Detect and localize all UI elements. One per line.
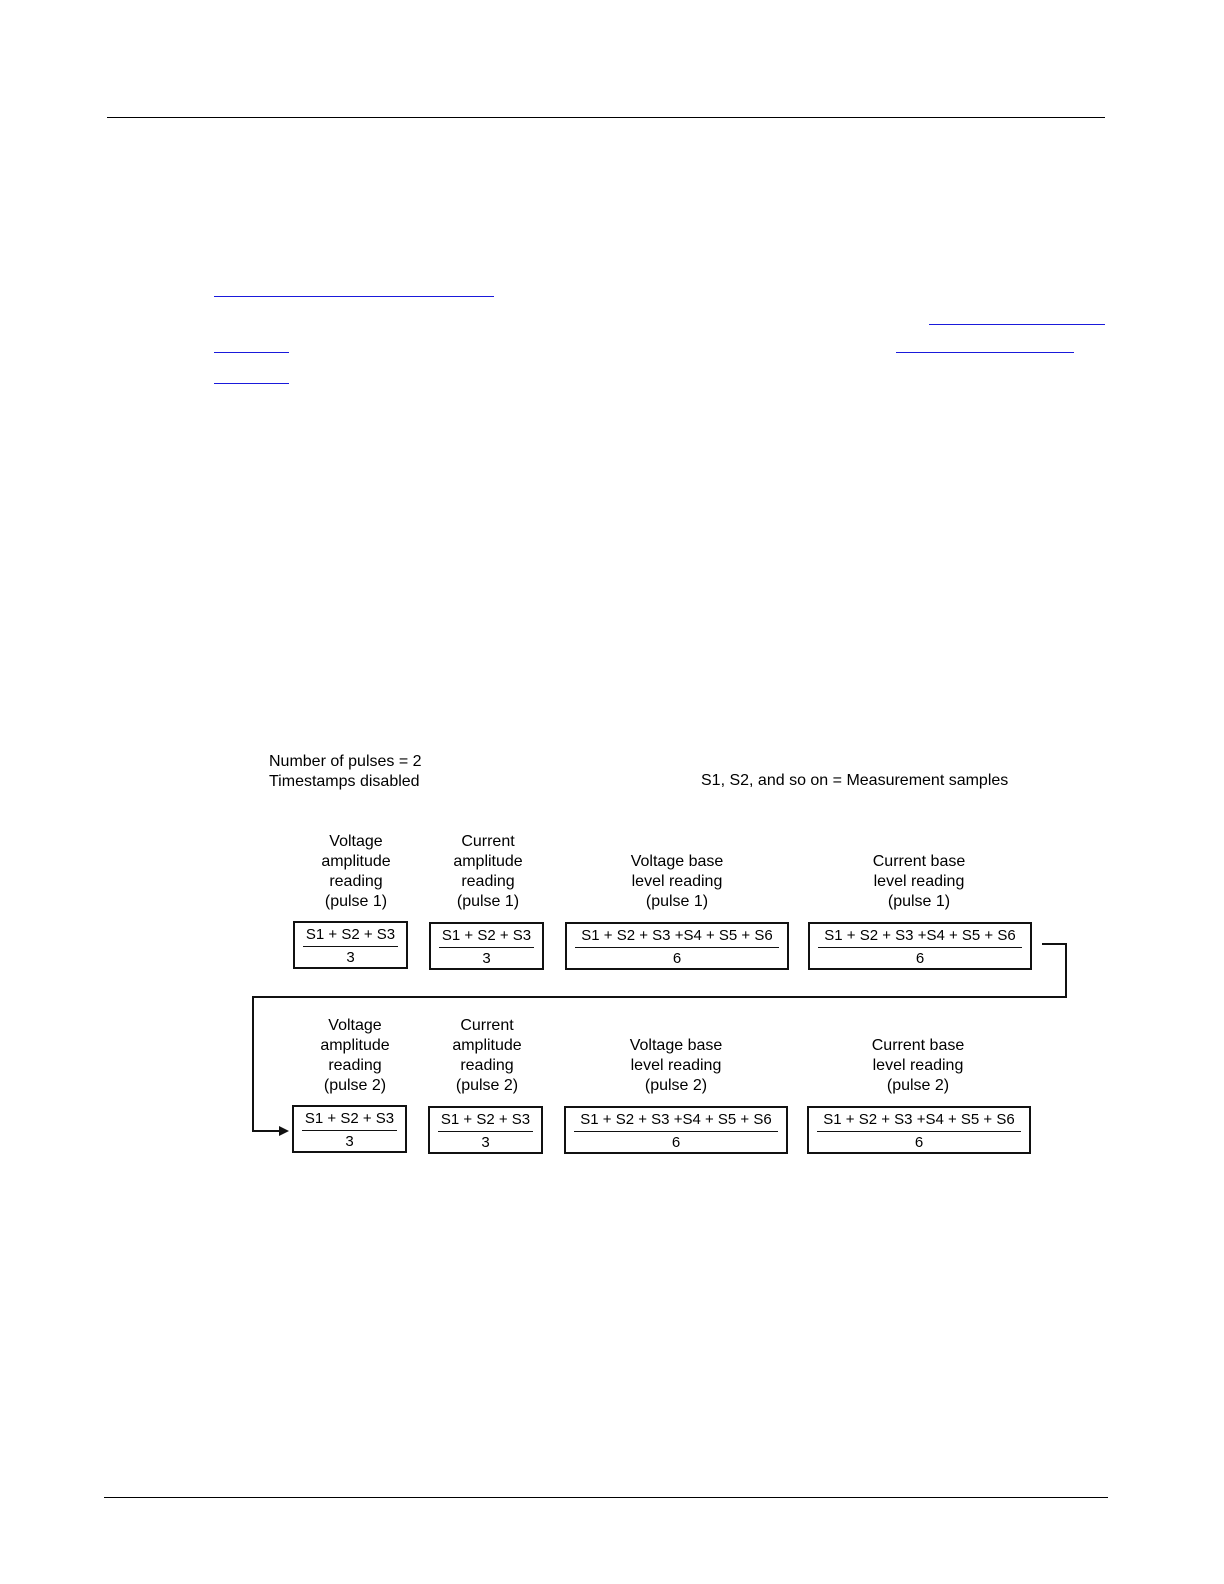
fraction-bar [818, 947, 1022, 948]
sample-average-box: S1 + S2 + S3 3 [428, 1106, 543, 1154]
fraction-numerator: S1 + S2 + S3 [305, 926, 396, 943]
link-underline[interactable] [214, 352, 289, 353]
fraction-denominator: 3 [481, 1134, 490, 1151]
fraction-numerator: S1 + S2 + S3 [440, 1111, 531, 1128]
sample-average-box: S1 + S2 + S3 +S4 + S5 + S6 6 [808, 922, 1032, 970]
pulse-count-text: Number of pulses = 2 [269, 753, 422, 770]
sample-average-box: S1 + S2 + S3 +S4 + S5 + S6 6 [807, 1106, 1031, 1154]
legend-text: S1, S2, and so on = Measurement samples [701, 772, 1009, 789]
link-underline[interactable] [214, 383, 289, 384]
fraction-denominator: 6 [672, 950, 682, 967]
fraction-bar [575, 947, 779, 948]
sample-average-box: S1 + S2 + S3 3 [293, 921, 408, 969]
fraction-bar [439, 947, 534, 948]
fraction-denominator: 6 [671, 1134, 681, 1151]
sample-average-box: S1 + S2 + S3 +S4 + S5 + S6 6 [565, 922, 789, 970]
fraction-numerator: S1 + S2 + S3 +S4 + S5 + S6 [823, 1111, 1015, 1128]
fraction-bar [438, 1131, 533, 1132]
link-underline[interactable] [896, 352, 1074, 353]
fraction-bar [302, 1130, 397, 1131]
fraction-numerator: S1 + S2 + S3 [304, 1110, 395, 1127]
fraction-numerator: S1 + S2 + S3 +S4 + S5 + S6 [581, 927, 773, 944]
link-underline[interactable] [929, 324, 1105, 325]
timestamps-text: Timestamps disabled [269, 773, 420, 790]
fraction-denominator: 3 [345, 1133, 354, 1150]
sample-average-box: S1 + S2 + S3 +S4 + S5 + S6 6 [564, 1106, 788, 1154]
fraction-numerator: S1 + S2 + S3 +S4 + S5 + S6 [824, 927, 1016, 944]
fraction-denominator: 6 [914, 1134, 924, 1151]
header-rule [107, 117, 1105, 118]
fraction-numerator: S1 + S2 + S3 [441, 927, 532, 944]
fraction-denominator: 6 [915, 950, 925, 967]
fraction-bar [303, 946, 398, 947]
fraction-numerator: S1 + S2 + S3 +S4 + S5 + S6 [580, 1111, 772, 1128]
fraction-denominator: 3 [346, 949, 355, 966]
fraction-denominator: 3 [482, 950, 491, 967]
footer-rule [104, 1497, 1108, 1498]
fraction-bar [574, 1131, 778, 1132]
link-underline[interactable] [214, 296, 494, 297]
sample-average-box: S1 + S2 + S3 3 [429, 922, 544, 970]
fraction-bar [817, 1131, 1021, 1132]
sample-average-box: S1 + S2 + S3 3 [292, 1105, 407, 1153]
